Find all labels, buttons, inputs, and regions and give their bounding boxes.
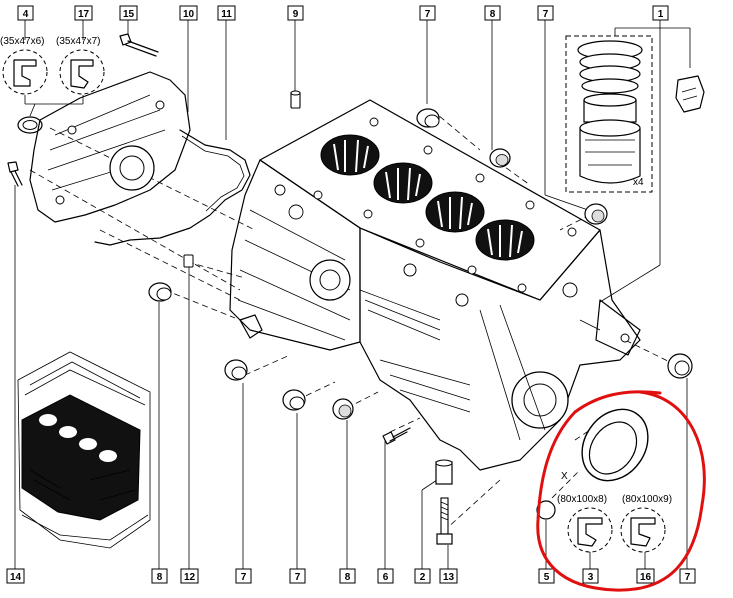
plug-right-7: [667, 353, 693, 379]
callout-12-label: 12: [184, 572, 196, 583]
piston-liner-kit: x4: [565, 35, 653, 193]
dowel-pin-12: [183, 254, 194, 268]
highlight-circle: [536, 390, 706, 592]
sleeve-2: [435, 459, 453, 485]
callout-9[interactable]: 9: [287, 5, 304, 21]
bolt-6: [382, 427, 411, 445]
callout-7-bottom-a-label: 7: [241, 572, 247, 583]
callout-7-bottom-c-label: 7: [685, 572, 691, 583]
plug-top-8: [489, 148, 511, 168]
callout-6-label: 6: [383, 572, 389, 583]
callout-3[interactable]: 3: [582, 568, 599, 584]
inset-engine-view: [17, 351, 151, 549]
callout-4-label: 4: [23, 9, 29, 20]
dowel-pin-9: [290, 90, 301, 109]
callout-11[interactable]: 11: [217, 5, 236, 21]
callout-13[interactable]: 13: [439, 568, 458, 584]
plug-bottom-7b: [282, 389, 306, 411]
callout-8-bottom-a[interactable]: 8: [151, 568, 168, 584]
callout-4[interactable]: 4: [17, 5, 34, 21]
callout-12[interactable]: 12: [180, 568, 199, 584]
plug-top-7b: [584, 203, 608, 225]
callout-10[interactable]: 10: [179, 5, 198, 21]
timing-cover: [29, 71, 191, 223]
callout-7-top-b-label: 7: [543, 9, 549, 20]
plug-rear-5: [536, 500, 556, 520]
callout-8-top-label: 8: [490, 9, 496, 20]
callout-1-label: 1: [658, 9, 664, 20]
oil-seal-detail-left: (35x47x6) (35x47x7): [0, 36, 105, 134]
core-plugs: [148, 108, 693, 520]
bolt-13: [436, 497, 453, 545]
timing-cover-gasket: [94, 129, 251, 246]
plug-left-8: [148, 282, 172, 302]
leader-lines: [14, 20, 691, 569]
plug-top-7a: [416, 108, 440, 128]
callout-1[interactable]: 1: [652, 5, 669, 21]
callout-13-label: 13: [443, 572, 455, 583]
callout-14[interactable]: 14: [6, 568, 25, 584]
callout-15[interactable]: 15: [119, 5, 138, 21]
seal-spec-80x100x8: (80x100x8): [557, 494, 607, 505]
plug-bottom-7a: [224, 359, 248, 381]
callout-8-bottom-b-label: 8: [345, 572, 351, 583]
callout-5[interactable]: 5: [538, 568, 555, 584]
callout-6[interactable]: 6: [377, 568, 394, 584]
rear-crank-oil-seal: X (80x100x8) (80x100x9): [557, 408, 672, 553]
callout-14-label: 14: [10, 572, 22, 583]
callout-2-label: 2: [420, 572, 426, 583]
seal-spec-35x47x7: (35x47x7): [56, 36, 100, 47]
callout-2[interactable]: 2: [414, 568, 431, 584]
bolt-14: [7, 161, 23, 187]
x-dimension-mark: X: [561, 471, 568, 482]
plug-bottom-8: [332, 398, 354, 420]
gloves-icon: [675, 75, 705, 113]
callout-15-label: 15: [123, 9, 135, 20]
callout-7-top-a-label: 7: [425, 9, 431, 20]
callout-7-bottom-b[interactable]: 7: [289, 568, 306, 584]
callout-9-label: 9: [293, 9, 299, 20]
callout-7-top-a[interactable]: 7: [419, 5, 436, 21]
callout-7-bottom-b-label: 7: [295, 572, 301, 583]
callout-5-label: 5: [544, 572, 550, 583]
callout-16[interactable]: 16: [636, 568, 655, 584]
callout-7-top-b[interactable]: 7: [537, 5, 554, 21]
callout-11-label: 11: [221, 9, 232, 20]
callout-8-top[interactable]: 8: [484, 5, 501, 21]
callout-8-bottom-b[interactable]: 8: [339, 568, 356, 584]
seal-spec-80x100x9: (80x100x9): [622, 494, 672, 505]
callout-8-bottom-a-label: 8: [157, 572, 163, 583]
callout-3-label: 3: [588, 572, 594, 583]
engine-block: [229, 99, 641, 471]
seal-spec-35x47x6: (35x47x6): [0, 36, 44, 47]
callout-17-label: 17: [78, 9, 90, 20]
callout-16-label: 16: [640, 572, 652, 583]
callout-10-label: 10: [183, 9, 195, 20]
callout-17[interactable]: 17: [74, 5, 93, 21]
bolt-15: [119, 33, 159, 57]
callout-7-bottom-c[interactable]: 7: [679, 568, 696, 584]
callout-7-bottom-a[interactable]: 7: [235, 568, 252, 584]
piston-quantity: x4: [633, 177, 644, 188]
